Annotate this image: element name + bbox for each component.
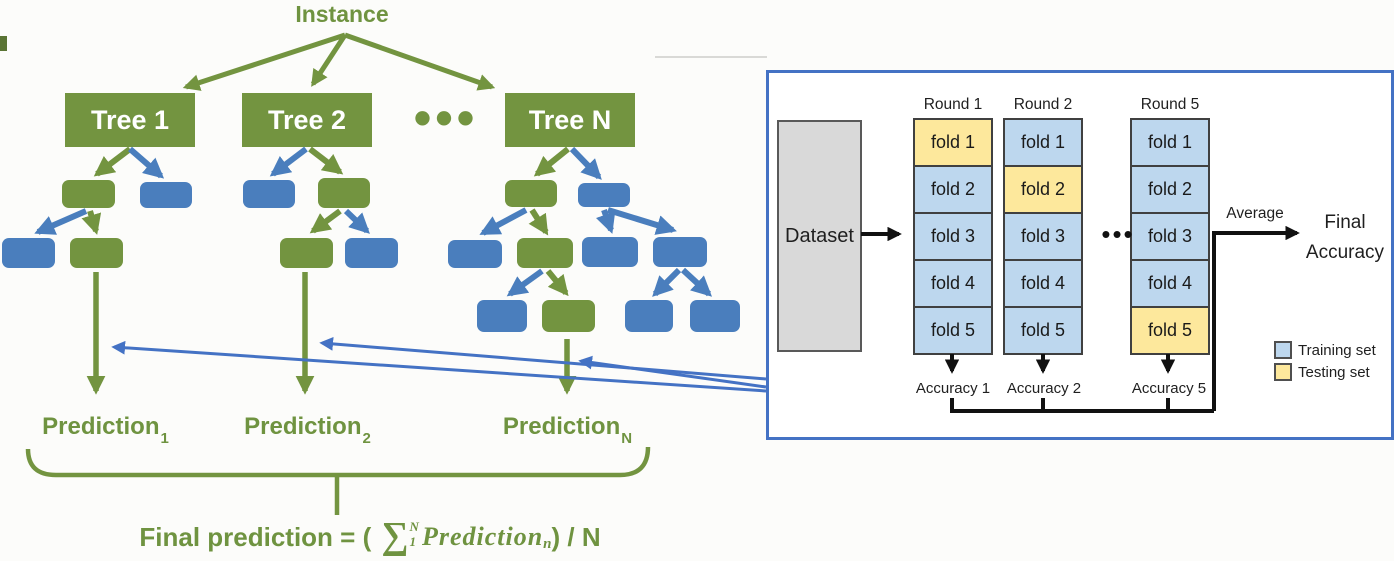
testing-set-swatch — [1274, 363, 1292, 381]
tree-node — [140, 182, 192, 208]
fold-cell-training: fold 3 — [913, 212, 993, 261]
fold-cell-training: fold 1 — [1130, 118, 1210, 167]
fold-cell-training: fold 4 — [1130, 259, 1210, 308]
tree-node — [505, 180, 557, 207]
tree-node — [517, 238, 573, 268]
fold-cell-training: fold 1 — [1003, 118, 1083, 167]
final-accuracy-label: Final Accuracy — [1298, 208, 1392, 268]
formula-term-subscript: n — [543, 535, 552, 552]
tree-node — [448, 240, 502, 268]
fold-cell-training: fold 3 — [1130, 212, 1210, 261]
tree-node — [582, 237, 638, 267]
cv-to-prediction-links — [111, 337, 767, 393]
tree-node — [2, 238, 55, 268]
training-set-swatch — [1274, 341, 1292, 359]
prediction-n-label: PredictionN — [487, 413, 647, 447]
prediction-text: Prediction — [42, 413, 160, 440]
accuracy-2-label: Accuracy 2 — [1006, 380, 1082, 397]
fold-cell-testing: fold 2 — [1003, 165, 1083, 214]
tree-2-box: Tree 2 — [242, 93, 372, 147]
prediction-subscript: N — [621, 429, 633, 447]
instance-label: Instance — [295, 1, 389, 27]
round-2-label: Round 2 — [1013, 96, 1073, 113]
training-set-label: Training set — [1298, 341, 1376, 359]
tree-node — [690, 300, 740, 332]
prediction-text: Prediction — [244, 413, 362, 440]
round-5-label: Round 5 — [1140, 96, 1200, 113]
fold-cell-training: fold 2 — [1130, 165, 1210, 214]
round-ellipsis: ••• — [1101, 219, 1135, 249]
tree-node — [62, 180, 115, 208]
fold-cell-training: fold 3 — [1003, 212, 1083, 261]
formula-suffix: ) / N — [551, 521, 601, 552]
tree-node — [243, 180, 295, 208]
sum-icon: ∑ — [381, 515, 409, 557]
dataset-box: Dataset — [777, 120, 862, 352]
tree-node — [578, 183, 630, 207]
accuracy-1-label: Accuracy 1 — [915, 380, 991, 397]
tree-node — [70, 238, 123, 268]
edge-artifact — [0, 36, 7, 51]
tree-node — [625, 300, 673, 332]
prediction-text: Prediction — [502, 413, 621, 440]
fold-cell-training: fold 2 — [913, 165, 993, 214]
legend: Training set Testing set — [1274, 341, 1376, 381]
sum-upper: N — [409, 519, 419, 535]
fold-cell-testing: fold 5 — [1130, 306, 1210, 355]
formula-prefix: Final prediction = ( — [139, 521, 379, 552]
faint-divider-line — [655, 56, 767, 58]
fold-cell-training: fold 5 — [913, 306, 993, 355]
prediction-1-label: Prediction1 — [25, 413, 185, 447]
tree-n-arrows — [479, 146, 712, 297]
prediction-brace — [25, 446, 651, 515]
formula-term: Prediction — [421, 522, 544, 551]
tree-1-box: Tree 1 — [65, 93, 195, 147]
prediction-subscript: 2 — [362, 429, 371, 447]
tree-node — [280, 238, 333, 268]
legend-item-testing: Testing set — [1274, 363, 1376, 381]
fold-cell-training: fold 4 — [913, 259, 993, 308]
prediction-subscript: 1 — [160, 429, 169, 447]
legend-item-training: Training set — [1274, 341, 1376, 359]
sum-lower: 1 — [409, 534, 417, 549]
prediction-2-label: Prediction2 — [227, 413, 387, 447]
average-label: Average — [1226, 205, 1284, 222]
tree-n-box: Tree N — [505, 93, 635, 147]
testing-set-label: Testing set — [1298, 363, 1370, 381]
tree-node — [477, 300, 527, 332]
round-1-column: fold 1 fold 2 fold 3 fold 4 fold 5 — [913, 118, 993, 355]
instance-arrows — [182, 32, 496, 91]
round-2-column: fold 1 fold 2 fold 3 fold 4 fold 5 — [1003, 118, 1083, 355]
tree-node — [542, 300, 595, 332]
tree-ellipsis: ••• — [413, 90, 479, 146]
fold-cell-training: fold 5 — [1003, 306, 1083, 355]
tree-node — [653, 237, 707, 267]
fold-cell-testing: fold 1 — [913, 118, 993, 167]
tree-node — [345, 238, 398, 268]
final-accuracy-line1: Final — [1324, 212, 1366, 233]
accuracy-5-label: Accuracy 5 — [1131, 380, 1207, 397]
round-5-column: fold 1 fold 2 fold 3 fold 4 fold 5 — [1130, 118, 1210, 355]
round-1-label: Round 1 — [923, 96, 983, 113]
tree-node — [318, 178, 370, 208]
final-accuracy-line2: Accuracy — [1305, 242, 1385, 263]
fold-cell-training: fold 4 — [1003, 259, 1083, 308]
